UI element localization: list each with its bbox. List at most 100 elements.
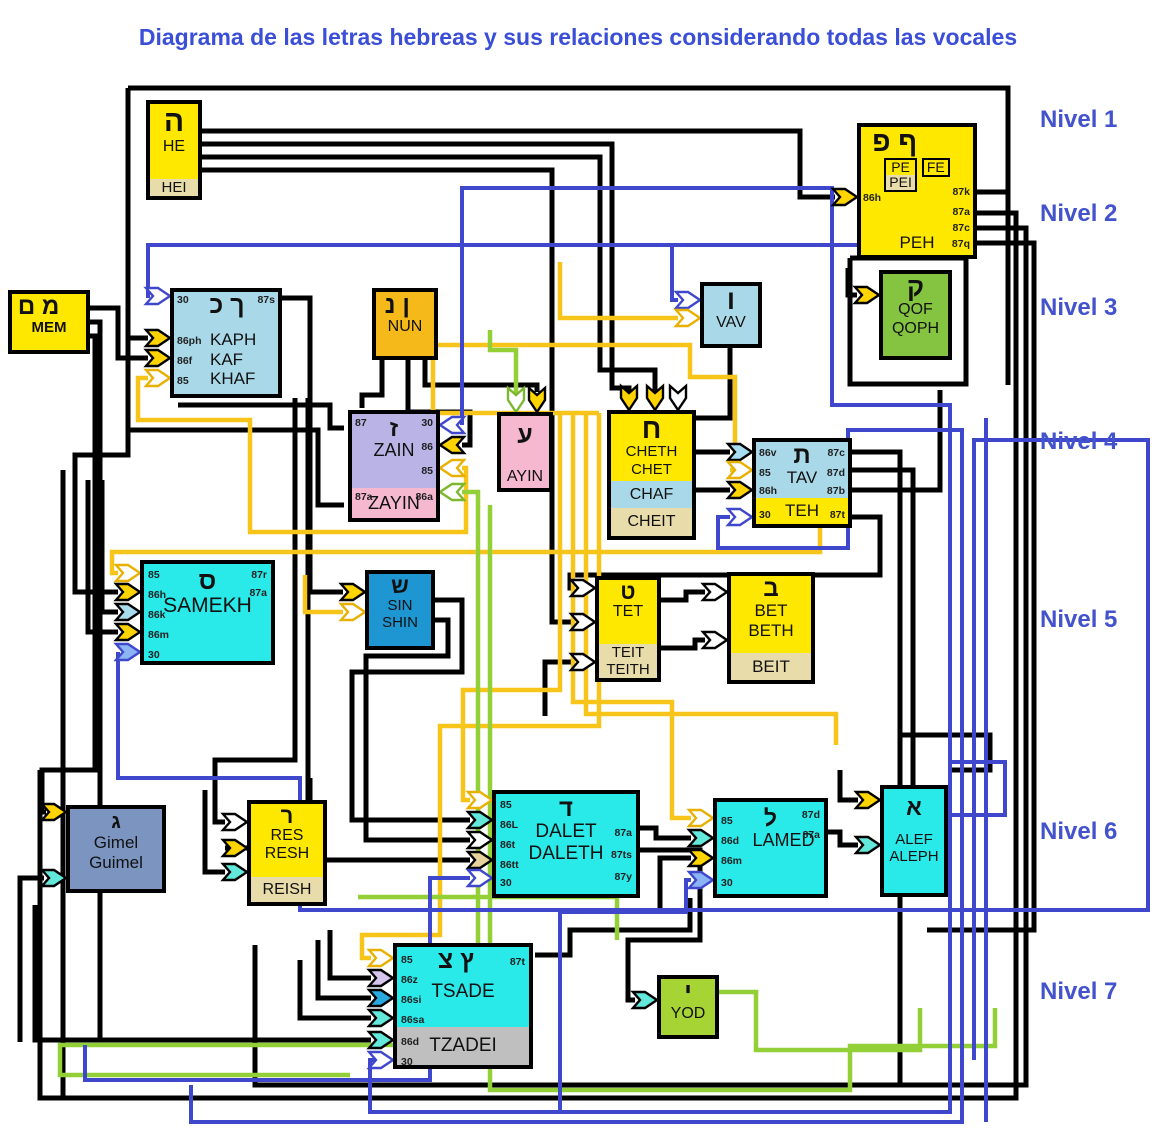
arrow-head	[113, 563, 143, 583]
tav-hebrew: ת	[793, 442, 811, 469]
kaph-port-87s: 87s	[257, 294, 275, 306]
connector-line	[202, 154, 658, 392]
node-qof[interactable]: ק QOF QOPH	[879, 270, 952, 360]
node-ayin[interactable]: ע AYIN	[497, 412, 553, 492]
dalet-label-2: DALETH	[528, 843, 604, 865]
node-alef[interactable]: א ALEF ALEPH	[880, 785, 948, 897]
node-cheth[interactable]: ח CHETH CHET CHAF CHEIT	[607, 410, 696, 540]
tsade-port-85: 85	[401, 954, 413, 966]
level-label-4: Nivel 4	[1040, 428, 1118, 455]
samekh-port-86k: 86k	[148, 609, 166, 621]
sin-label-1: SIN	[387, 597, 413, 615]
tsade-port-30: 30	[401, 1056, 413, 1068]
connector-line	[99, 480, 118, 615]
node-tet[interactable]: ט TET TEIT TEITH	[595, 576, 661, 682]
node-pe[interactable]: ף פ PE PEI FE PEH 86h 87k 87a 87c 87q	[857, 123, 977, 259]
qof-label-1: QOF	[898, 301, 933, 319]
tav-port-87t: 87t	[829, 509, 845, 521]
tet-hebrew: ט	[620, 579, 636, 604]
connector-line	[852, 390, 943, 493]
kaph-port-85: 85	[177, 375, 189, 387]
connector-line	[359, 413, 602, 961]
connector-line	[178, 402, 344, 431]
connector-line	[927, 240, 1037, 933]
tet-teith-label: TEITH	[606, 660, 650, 678]
arrow-head	[113, 602, 143, 622]
pe-inner-box: PE PEI	[884, 158, 917, 192]
bet-label-2: BETH	[748, 620, 794, 640]
he-hebrew: ה	[163, 105, 185, 138]
zain-port-86a: 86a	[415, 491, 433, 503]
arrow-head	[366, 968, 396, 988]
arrow-head	[853, 835, 883, 855]
node-dalet[interactable]: ד DALET DALETH 85 86L 86t 86tt 30 87a 87…	[492, 790, 640, 898]
arrow-head	[143, 286, 173, 306]
arrow-head	[220, 838, 250, 858]
pe-hebrew: ף פ	[872, 126, 918, 157]
arrow-head	[220, 862, 250, 882]
pe-port-87q: 87q	[951, 238, 970, 250]
node-vav[interactable]: ו VAV	[700, 282, 762, 348]
pe-label: PEH	[899, 233, 935, 253]
arrow-head	[338, 602, 368, 622]
connector-line	[57, 489, 481, 1078]
alef-label-2: ALEPH	[889, 848, 939, 866]
tav-port-86h: 86h	[759, 485, 778, 497]
dalet-port-87a: 87a	[614, 827, 632, 839]
arrow-head	[113, 582, 143, 602]
yod-hebrew: י	[684, 978, 692, 1006]
arrow-head	[700, 630, 730, 650]
pe-port-87c: 87c	[952, 222, 970, 234]
zain-alt-label: ZAYIN	[352, 488, 436, 518]
arrow-head	[619, 383, 639, 413]
kaph-hebrew: ך כ	[209, 291, 245, 319]
node-zain[interactable]: ז ZAIN ZAYIN 87 30 86 85 87a 86a	[348, 410, 440, 522]
tav-port-87d: 87d	[826, 467, 845, 479]
connector-line	[852, 467, 916, 895]
arrow-head	[568, 578, 598, 598]
ayin-label: AYIN	[506, 467, 544, 485]
tav-port-86v: 86v	[759, 447, 777, 459]
dalet-port-86t: 86t	[500, 839, 516, 851]
node-gimel[interactable]: ג Gimel Guimel	[66, 805, 166, 893]
node-he[interactable]: ה HE HEI	[146, 100, 202, 200]
node-lamed[interactable]: ל LAMED 85 86d 86m 30 87d 87a	[713, 798, 828, 898]
node-yod[interactable]: י YOD	[657, 975, 719, 1039]
node-tav[interactable]: ת TAV TEH 86v 85 86h 30 87c 87d 87b 87t	[752, 438, 852, 528]
node-tsade[interactable]: ץ צ TSADE TZADEI 85 86z 86si 86sa 86d 30…	[393, 943, 533, 1069]
node-samekh[interactable]: ס SAMEKH 85 86h 86k 86m 30 87r 87a	[140, 560, 275, 665]
he-label: HE	[162, 137, 186, 155]
arrow-head	[725, 480, 755, 500]
arrow-head	[39, 868, 69, 888]
tsade-port-86d: 86d	[401, 1036, 420, 1048]
pe-port-86h: 86h	[863, 192, 882, 204]
bet-label-1: BET	[754, 601, 788, 621]
arrow-head	[686, 848, 716, 868]
node-sin[interactable]: ש SIN SHIN	[365, 570, 435, 650]
connector-line	[557, 262, 678, 321]
node-bet[interactable]: ב BET BETH BEIT	[727, 572, 815, 684]
arrow-head	[668, 383, 688, 413]
node-nun[interactable]: ן נ NUN	[372, 288, 438, 360]
arrow-head	[852, 285, 882, 305]
resh-hebrew: ר	[280, 803, 294, 828]
dalet-port-86tt: 86tt	[500, 859, 519, 871]
arrow-head	[465, 850, 495, 870]
node-mem[interactable]: מ ם MEM	[8, 290, 90, 354]
connector-line	[297, 960, 371, 1021]
arrow-head	[568, 652, 598, 672]
arrow-head	[143, 368, 173, 388]
tsade-port-86z: 86z	[401, 974, 418, 986]
node-resh[interactable]: ר RES RESH REISH	[247, 800, 327, 906]
connector-line	[363, 617, 470, 843]
connector-line	[90, 305, 148, 361]
node-kaph[interactable]: ך כ KAPH KAF KHAF 30 87s 86ph 86f 85	[170, 288, 282, 398]
zain-hebrew: ז	[389, 415, 399, 441]
arrow-head	[366, 1030, 396, 1050]
tav-label: TAV	[786, 468, 818, 488]
arrow-head	[113, 642, 143, 662]
connector-line	[422, 360, 540, 392]
connector-line	[189, 428, 964, 1124]
